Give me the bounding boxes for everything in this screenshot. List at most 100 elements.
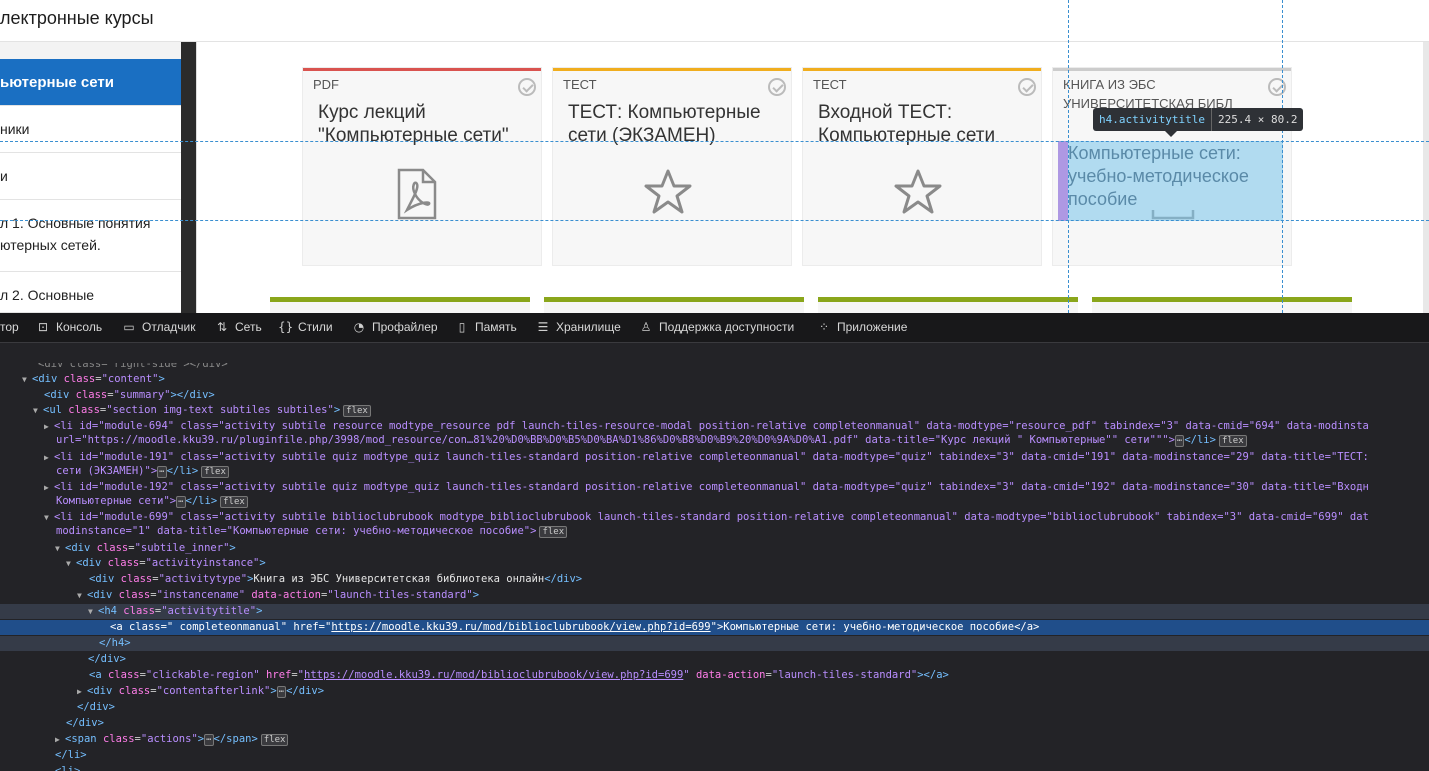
markup-line[interactable]: сети (ЭКЗАМЕН)">⋯</li>flex [0, 464, 1429, 479]
markup-line[interactable]: ▼<ul class="section img-text subtiles su… [0, 403, 1429, 418]
highlight-guide-line [0, 141, 1429, 142]
highlight-content-box [1068, 141, 1283, 221]
style-editor-icon: {} [278, 320, 294, 334]
expand-arrow-icon[interactable]: ▼ [33, 406, 38, 415]
tile-title[interactable]: Курс лекций "Компьютерные сети" [318, 102, 509, 146]
tab-label: Поддержка доступности [659, 320, 795, 334]
activity-tile-pdf[interactable]: PDF Курс лекций "Компьютерные сети" [302, 67, 542, 266]
markup-line[interactable]: </div> [66, 717, 104, 729]
markup-line[interactable]: ▼<div class="activityinstance"> [66, 557, 266, 569]
flex-badge[interactable]: flex [201, 466, 229, 478]
tile-title[interactable]: ТЕСТ: Компьютерные сети (ЭКЗАМЕН) [568, 102, 761, 146]
activity-tile[interactable] [1092, 297, 1352, 313]
completion-check-icon[interactable] [1018, 78, 1036, 96]
markup-line[interactable]: <a class="clickable-region" href="https:… [89, 669, 949, 681]
flex-badge[interactable]: flex [343, 405, 371, 417]
activity-tile-quiz-entry[interactable]: ТЕСТ Входной ТЕСТ: Компьютерные сети [802, 67, 1042, 266]
devtools-panel: тор ⊡Консоль ▭Отладчик ⇅Сеть {} Стили ◔Пр… [0, 313, 1429, 771]
markup-line[interactable]: ▼<div class="subtile_inner"> [55, 542, 236, 554]
tooltip-selector: h4.activitytitle [1099, 113, 1205, 126]
collapsed-dots[interactable]: ⋯ [276, 686, 287, 698]
tab-inspector[interactable]: тор [0, 313, 19, 342]
markup-line[interactable]: <div class="activitytype">Книга из ЭБС У… [89, 573, 583, 585]
markup-line[interactable]: Компьютерные сети">⋯</li>flex [0, 494, 1429, 509]
flex-badge[interactable]: flex [539, 526, 568, 538]
sidebar-item-label: л 1. Основные понятия [0, 215, 151, 231]
markup-line[interactable]: ▶<div class="contentafterlink">⋯</div> [77, 685, 325, 698]
markup-line[interactable]: modinstance="1" data-title="Компьютерные… [0, 524, 1429, 539]
markup-line[interactable]: ▼<div class="content"> [22, 373, 165, 385]
markup-line[interactable]: ▶<li id="module-191" class="activity sub… [44, 451, 1369, 463]
sidebar-item-course[interactable]: ьютерные сети [0, 59, 181, 106]
flex-badge[interactable]: flex [1218, 435, 1247, 447]
tab-style-editor[interactable]: {} Стили [278, 313, 333, 342]
debugger-icon: ▭ [123, 320, 135, 334]
activity-tile[interactable] [818, 297, 1078, 313]
completion-check-icon[interactable] [1268, 78, 1286, 96]
expand-arrow-icon[interactable]: ▶ [77, 687, 82, 696]
completion-check-icon[interactable] [768, 78, 786, 96]
markup-line[interactable]: </div> [77, 701, 115, 713]
expand-arrow-icon[interactable]: ▼ [22, 375, 27, 384]
expand-arrow-icon[interactable]: ▶ [44, 422, 49, 431]
tile-title[interactable]: Входной ТЕСТ: Компьютерные сети [818, 102, 996, 146]
collapsed-dots[interactable]: ⋯ [204, 734, 214, 746]
tab-label: Хранилище [556, 320, 621, 334]
webpage-viewport: лектронные курсы ьютерные сети ники и л … [0, 0, 1429, 313]
activity-tile-quiz-exam[interactable]: ТЕСТ ТЕСТ: Компьютерные сети (ЭКЗАМЕН) [552, 67, 792, 266]
expand-arrow-icon[interactable]: ▶ [55, 735, 60, 744]
collapsed-dots[interactable]: ⋯ [157, 466, 167, 478]
sidebar-item-participants[interactable]: ники [0, 106, 181, 153]
markup-line[interactable]: ▶<li id="module-192" class="activity sub… [44, 481, 1369, 493]
flex-badge[interactable]: flex [220, 496, 248, 508]
tile-type-label: ТЕСТ [813, 77, 847, 92]
tooltip-arrow [1165, 131, 1177, 137]
tab-storage[interactable]: ☰Хранилище [536, 313, 621, 342]
expand-arrow-icon[interactable]: ▼ [44, 513, 49, 522]
sidebar-item-label: ютерных сетей. [0, 237, 101, 253]
markup-line[interactable]: ▶<span class="actions">⋯</span>flex [0, 732, 1429, 747]
tab-label: Консоль [56, 320, 103, 334]
tab-label: Стили [298, 320, 333, 334]
markup-line[interactable]: ▶<li id="module-694" class="activity sub… [44, 420, 1369, 432]
site-title[interactable]: лектронные курсы [0, 8, 154, 28]
markup-line[interactable]: <li> [55, 765, 81, 771]
collapsed-dots[interactable]: ⋯ [176, 496, 186, 508]
expand-arrow-icon[interactable]: ▶ [44, 453, 49, 462]
markup-line[interactable]: ▼<li id="module-699" class="activity sub… [44, 511, 1369, 523]
markup-line-selected[interactable]: <a class=" completeonmanual" href="https… [0, 620, 1429, 635]
expand-arrow-icon[interactable]: ▼ [88, 607, 93, 616]
flex-badge[interactable]: flex [260, 734, 289, 746]
tab-application[interactable]: ⁘Приложение [817, 313, 907, 342]
markup-line[interactable]: ▼<h4 class="activitytitle"> [0, 604, 1429, 619]
collapsed-dots[interactable]: ⋯ [1174, 435, 1185, 447]
expand-arrow-icon[interactable]: ▼ [77, 591, 82, 600]
expand-arrow-icon[interactable]: ▼ [66, 559, 71, 568]
application-icon: ⁘ [818, 320, 830, 334]
sidebar-scrollbar[interactable] [181, 42, 196, 313]
sidebar-item-section-2[interactable]: л 2. Основные [0, 272, 181, 313]
tab-console[interactable]: ⊡Консоль [36, 313, 102, 342]
page-scrollbar[interactable] [1423, 42, 1429, 313]
expand-arrow-icon[interactable]: ▶ [44, 483, 49, 492]
tile-title[interactable]: Компьютерные сети: учебно-методическое п… [1068, 143, 1249, 209]
tab-profiler[interactable]: ◔Профайлер [352, 313, 438, 342]
markup-line[interactable]: </li> [55, 749, 87, 761]
markup-line[interactable]: </h4> [0, 636, 1429, 651]
tab-debugger[interactable]: ▭Отладчик [122, 313, 195, 342]
markup-line[interactable]: </div> [88, 653, 126, 665]
completion-check-icon[interactable] [518, 78, 536, 96]
tab-network[interactable]: ⇅Сеть [215, 313, 262, 342]
profiler-icon: ◔ [353, 320, 365, 334]
markup-line[interactable]: <div class="right-side"></div> [38, 363, 228, 370]
tab-memory[interactable]: ▯Память [455, 313, 517, 342]
activity-tile[interactable] [270, 297, 530, 313]
markup-line[interactable]: <div class="summary"></div> [44, 389, 215, 401]
activity-tile[interactable] [544, 297, 804, 313]
expand-arrow-icon[interactable]: ▼ [55, 544, 60, 553]
markup-line[interactable]: url="https://moodle.kku39.ru/pluginfile.… [0, 433, 1429, 448]
sidebar-item-grades[interactable]: и [0, 153, 181, 200]
sidebar-item-section-1[interactable]: л 1. Основные понятия ютерных сетей. [0, 200, 181, 272]
tab-accessibility[interactable]: ♙Поддержка доступности [639, 313, 795, 342]
markup-line[interactable]: ▼<div class="instancename" data-action="… [77, 589, 480, 601]
